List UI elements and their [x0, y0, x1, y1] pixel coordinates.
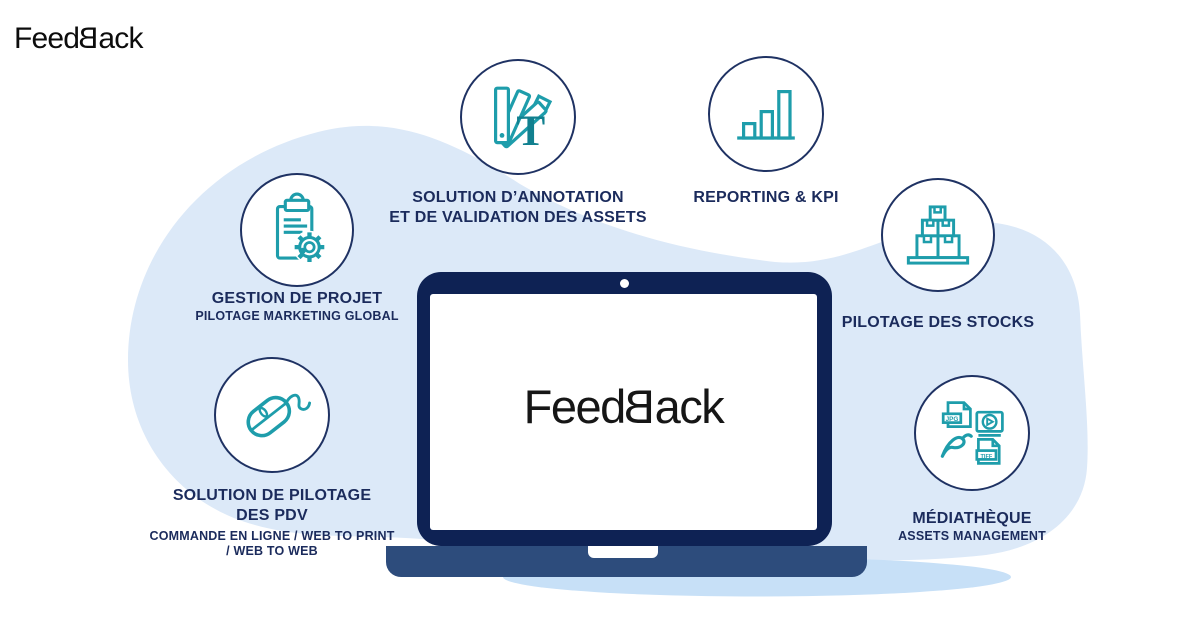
stacked-boxes-icon — [906, 205, 970, 265]
pdf-icon — [940, 433, 973, 458]
reporting-circle — [708, 56, 824, 172]
color-swatches-annotation-icon: T — [494, 86, 553, 155]
feature-title: MÉDIATHÈQUE — [912, 510, 1032, 527]
screen-logo-text: Feed — [523, 379, 627, 433]
feature-subtitle: ASSETS MANAGEMENT — [898, 529, 1046, 543]
feature-title: REPORTING & KPI — [693, 189, 839, 206]
feature-pilotage-stocks: PILOTAGE DES STOCKS — [768, 178, 1108, 333]
brand-logo-text: Feed — [14, 22, 80, 55]
brand-logo: FeedBack — [14, 22, 144, 56]
brand-logo-text-end: ack — [98, 22, 143, 55]
annotation-letter-t: T — [516, 108, 545, 155]
video-player-icon — [975, 410, 1004, 437]
mediatheque-circle: JPG TIFF — [914, 375, 1030, 491]
laptop-base-notch — [588, 546, 658, 558]
webcam-dot — [620, 279, 629, 288]
feature-gestion-de-projet: GESTION DE PROJET PILOTAGE MARKETING GLO… — [127, 173, 467, 324]
feature-mediatheque: JPG TIFF MÉDIATHÈQUE ASSETS MANAGEMENT — [802, 375, 1142, 544]
laptop: FeedBack — [417, 272, 832, 546]
gear-icon — [294, 232, 325, 262]
feature-title-line1: SOLUTION D’ANNOTATION — [412, 189, 624, 206]
screen-logo-mirrored-b: B — [624, 379, 655, 433]
clipboard-gear-icon — [275, 192, 326, 264]
feature-title: PILOTAGE DES STOCKS — [841, 314, 1035, 331]
media-files-icon: JPG TIFF — [940, 401, 1004, 465]
feature-subtitle: PILOTAGE MARKETING GLOBAL — [195, 309, 399, 323]
feature-title: GESTION DE PROJET — [211, 290, 383, 307]
screen-logo-text-end: ack — [654, 379, 725, 433]
feature-title-line2: DES PDV — [236, 507, 308, 524]
gestion-circle — [240, 173, 354, 287]
feature-pilotage-pdv: SOLUTION DE PILOTAGE DES PDV COMMANDE EN… — [92, 357, 452, 559]
feature-subtitle-line1: COMMANDE EN LIGNE / WEB TO PRINT — [149, 529, 395, 543]
feature-title-line2: ET DE VALIDATION DES ASSETS — [389, 209, 647, 226]
bar-chart-icon — [737, 90, 795, 140]
jpg-label: JPG — [946, 416, 959, 423]
computer-mouse-icon — [246, 393, 312, 438]
feature-subtitle-line2: / WEB TO WEB — [226, 544, 318, 558]
stocks-circle — [881, 178, 995, 292]
feature-title-line1: SOLUTION DE PILOTAGE — [172, 487, 372, 504]
tiff-file-icon — [975, 438, 1001, 465]
screen-logo: FeedBack — [523, 379, 725, 434]
brand-logo-mirrored-b: B — [79, 22, 99, 55]
tiff-label: TIFF — [980, 454, 992, 460]
laptop-screen: FeedBack — [430, 294, 817, 530]
jpg-file-icon — [941, 401, 972, 428]
annotation-circle: T — [460, 59, 576, 175]
pdv-circle — [214, 357, 330, 473]
feature-reporting-kpi: REPORTING & KPI — [596, 56, 936, 208]
feature-annotation: T SOLUTION D’ANNOTATION ET DE VALIDATION… — [348, 59, 688, 228]
mouse-cable — [284, 393, 312, 411]
